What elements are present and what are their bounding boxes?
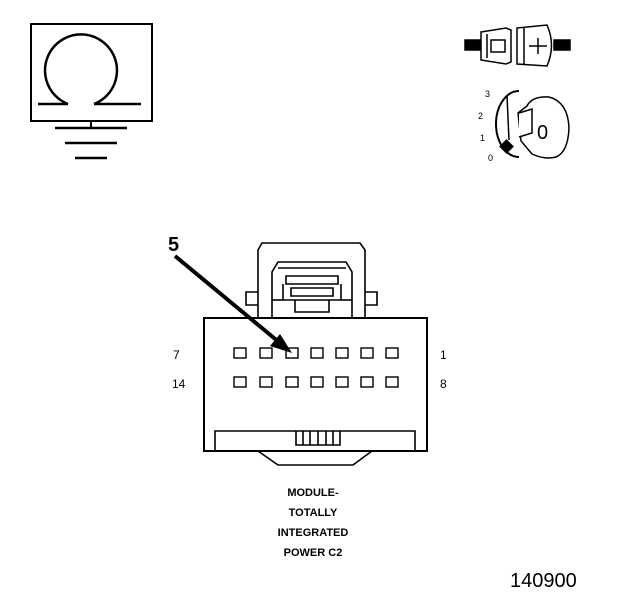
callout-arrow [173, 254, 292, 353]
pin-cavity [310, 376, 324, 388]
pin-label-1: 1 [440, 348, 447, 362]
pin-cavity [385, 347, 399, 359]
pin-cavity [360, 347, 374, 359]
pin-cavity [310, 347, 324, 359]
ignition-position-1: 1 [480, 133, 485, 143]
pin-cavity [360, 376, 374, 388]
ignition-key-switch-icon [495, 90, 570, 159]
pin-label-8: 8 [440, 377, 447, 391]
ignition-position-2: 2 [478, 111, 483, 121]
caption-line-1: MODULE- [287, 487, 339, 499]
pin-cavity [385, 376, 399, 388]
pin-cavity [259, 376, 273, 388]
pin-cavity [259, 347, 273, 359]
pin-label-14: 14 [172, 377, 186, 391]
ohm-ground-symbol-icon [30, 23, 153, 160]
ignition-position-3: 3 [485, 89, 490, 99]
connector-body [203, 242, 428, 466]
caption-line-2: TOTALLY [289, 507, 338, 519]
caption-line-3: INTEGRATED [278, 527, 349, 539]
callout-number: 5 [168, 234, 179, 256]
pin-cavity [285, 376, 299, 388]
key-label: 0 [537, 122, 548, 144]
pin-cavity [233, 347, 247, 359]
figure-number: 140900 [510, 570, 577, 592]
pin-cavity [335, 347, 349, 359]
pin-cavity [335, 376, 349, 388]
pin-cavities [233, 347, 399, 388]
pin-cavity [233, 376, 247, 388]
connector-plug-icon [464, 24, 571, 67]
caption-line-4: POWER C2 [284, 547, 343, 559]
ignition-position-0: 0 [488, 153, 493, 163]
pin-label-7: 7 [173, 348, 180, 362]
